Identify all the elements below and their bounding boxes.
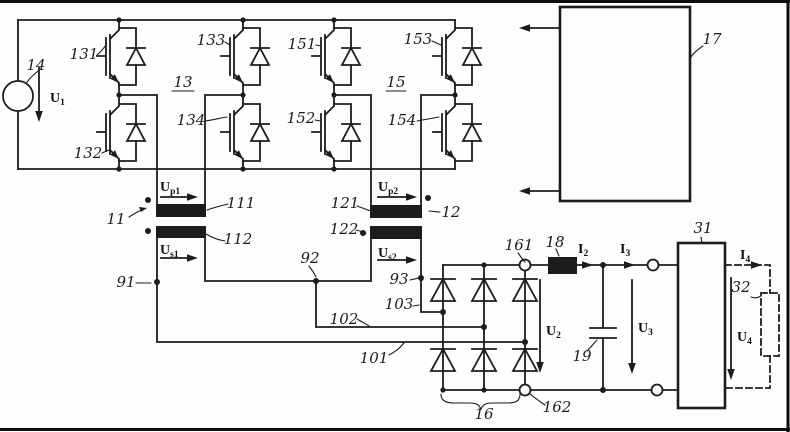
polarity-dot: [425, 195, 431, 201]
rectifier-16-label: 16: [474, 405, 494, 423]
igbt-131-label: 131: [70, 45, 99, 63]
control-unit-17: 17: [519, 5, 722, 203]
wire-102-label: 102: [330, 310, 359, 328]
control-17-box: [558, 5, 692, 203]
inverter-bridge-15: 151 152 153 154 15: [287, 19, 482, 170]
node-93-label: 93: [389, 270, 408, 288]
node-162-label: 162: [543, 398, 572, 416]
us1-label: Us1: [160, 243, 179, 260]
block-31-label: 31: [693, 219, 712, 237]
u1-label: U1: [50, 91, 65, 108]
inverter-bridge-13: 131 132 133 134 13: [70, 19, 270, 170]
capacitor-19-label: 19: [572, 347, 592, 365]
voltage-source-14: 14 U1: [2, 19, 65, 170]
bridge-13-label: 13: [173, 73, 192, 91]
node-93: [418, 275, 424, 281]
wire-101-label: 101: [360, 349, 389, 367]
dc-filter: 18 I2 I3 19 U2 U3: [536, 233, 653, 393]
wire-103-label: 103: [385, 295, 414, 313]
i3-label: I3: [620, 242, 630, 259]
us2-label: Us2: [378, 246, 397, 263]
capacitor-19: [589, 264, 617, 391]
winding-111-label: 111: [227, 194, 256, 212]
terminal-162: [518, 383, 532, 397]
igbt-134-symbol: [220, 95, 270, 170]
u3-label: U3: [638, 321, 653, 338]
igbt-133-label: 133: [197, 31, 226, 49]
up1-label: Up1: [160, 180, 180, 197]
polarity-dot: [145, 228, 151, 234]
load-32: I4 32 U4: [724, 248, 780, 389]
igbt-132-label: 132: [74, 144, 103, 162]
igbt-132-symbol: [96, 95, 146, 170]
u2-label: U2: [546, 324, 561, 341]
load-32-label: 32: [731, 278, 750, 296]
converter-block-31: 31: [646, 219, 727, 410]
winding-122-label: 122: [330, 220, 359, 238]
igbt-152-label: 152: [287, 109, 316, 127]
winding-112-label: 112: [224, 230, 253, 248]
igbt-153-label: 153: [404, 30, 433, 48]
igbt-153-symbol: [432, 19, 482, 94]
polarity-dot: [145, 197, 151, 203]
secondary-interconnect-wires: 91 92 93 101 102 103: [116, 237, 528, 367]
up2-label: Up2: [378, 180, 398, 197]
u4-label: U4: [737, 330, 752, 347]
wire-101: [156, 237, 526, 343]
igbt-154-label: 154: [388, 111, 417, 129]
igbt-151-label: 151: [288, 35, 317, 53]
node-161-label: 161: [505, 236, 534, 254]
inductor-18: [548, 257, 577, 274]
rectifier-16: 16 161 162: [430, 236, 653, 423]
transformer-12-label: 12: [441, 203, 460, 221]
bridge-15-label: 15: [386, 73, 405, 91]
block-31-box: [676, 241, 727, 410]
node-91: [154, 279, 160, 285]
wire-103: [420, 238, 444, 313]
terminal-161: [518, 258, 532, 272]
node-92-label: 92: [300, 249, 319, 267]
load-32-box: [760, 292, 780, 357]
source-circle: [2, 80, 34, 112]
winding-122: [370, 226, 422, 239]
winding-111: [156, 204, 206, 217]
control-17-label: 17: [702, 30, 722, 48]
transformer-11: Up1 Us1 11 111 112: [106, 180, 255, 262]
source-label: 14: [26, 56, 45, 74]
igbt-131-symbol: [96, 19, 146, 94]
node-91-label: 91: [116, 273, 135, 291]
winding-121-label: 121: [331, 194, 360, 212]
inductor-18-label: 18: [545, 233, 564, 251]
i4-label: I4: [740, 248, 750, 265]
igbt-152-symbol: [311, 95, 361, 170]
transformer-12: Up2 Us2 12 121 122: [330, 180, 461, 264]
wire-102: [315, 280, 485, 328]
transformer-11-label: 11: [106, 210, 125, 228]
igbt-154-symbol: [432, 95, 482, 170]
igbt-133-symbol: [220, 19, 270, 94]
winding-112: [156, 226, 206, 238]
igbt-151-symbol: [311, 19, 361, 94]
winding-121: [370, 205, 422, 218]
igbt-134-label: 134: [177, 111, 206, 129]
i2-label: I2: [578, 242, 588, 259]
primary-connection-wires: [118, 94, 456, 206]
